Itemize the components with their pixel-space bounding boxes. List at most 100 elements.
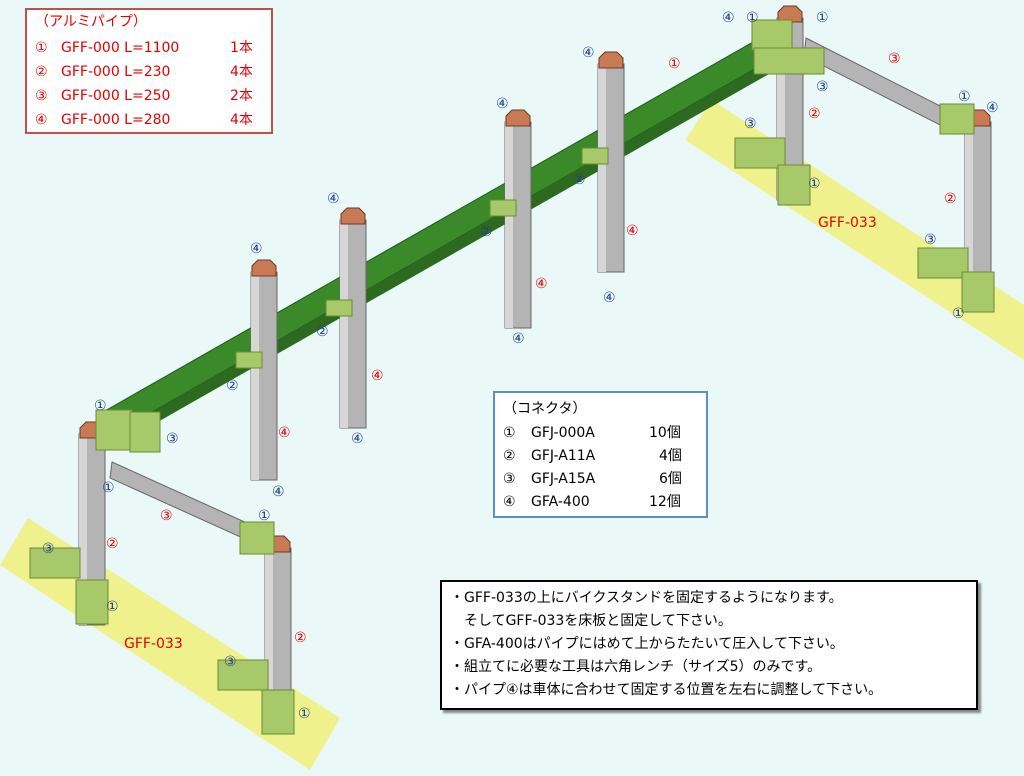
callout-label: ①	[808, 176, 821, 192]
connector-part: GFJ-A15A	[531, 471, 596, 487]
callout-label: ④	[626, 223, 639, 239]
callout-label: ①	[668, 56, 681, 72]
connector-2	[489, 199, 517, 217]
pipe-part: GFF-000 L=280	[61, 112, 171, 128]
callout-label: ③	[924, 232, 937, 248]
pipe-legend: （アルミパイプ） ① GFF-000 L=1100 1本 ② GFF-000 L…	[25, 8, 273, 134]
connector-3	[753, 47, 825, 75]
callout-label: ③	[160, 508, 173, 524]
pipe-legend-row: ③ GFF-000 L=250 2本	[35, 84, 253, 108]
connector-1	[261, 689, 295, 735]
base-label: GFF-033	[818, 215, 877, 231]
connector-1	[239, 521, 275, 555]
callout-label: ④	[371, 368, 384, 384]
connector-1	[939, 103, 975, 135]
connector-no: ③	[503, 471, 516, 487]
connector-legend: （コネクタ） ① GFJ-000A 10個 ② GFJ-A11A 4個 ③ GF…	[493, 391, 708, 518]
connector-legend-row: ② GFJ-A11A 4個	[503, 444, 682, 468]
connector-1	[95, 409, 133, 451]
connector-legend-row: ① GFJ-000A 10個	[503, 421, 681, 445]
pipe-qty: 2本	[230, 88, 253, 104]
connector-3	[217, 659, 269, 691]
post-highlight	[777, 18, 785, 200]
note-line: ・GFF-033の上にバイクスタンドを固定するようになります。	[450, 590, 843, 606]
connector-qty: 6個	[659, 471, 682, 487]
callout-label: ②	[106, 536, 119, 552]
pipe-qty: 4本	[230, 112, 253, 128]
connector-part: GFA-400	[531, 494, 590, 510]
connector-3	[129, 411, 161, 453]
connector-qty: 4個	[659, 448, 682, 464]
pipe-legend-row: ④ GFF-000 L=280 4本	[35, 108, 253, 132]
connector-3	[917, 247, 969, 279]
connector-qty: 10個	[649, 425, 681, 441]
connector-legend-title: （コネクタ）	[503, 401, 587, 417]
callout-label: ①	[106, 599, 119, 615]
post-highlight	[251, 272, 259, 480]
callout-label: ③	[816, 79, 829, 95]
callout-label: ③	[224, 654, 237, 670]
post-cap	[251, 259, 277, 277]
note-line: ・GFA-400はパイプにはめて上からたたいて圧入して下さい。	[450, 636, 844, 652]
connector-1	[777, 164, 811, 206]
connector-qty: 12個	[649, 494, 681, 510]
pipe-no: ③	[35, 88, 48, 104]
connector-1	[961, 271, 995, 313]
note-line: ・組立てに必要な工具は六角レンチ（サイズ5）のみです。	[450, 659, 822, 675]
pipe-part: GFF-000 L=250	[61, 88, 171, 104]
callout-label: ④	[603, 290, 616, 306]
connector-1	[75, 579, 109, 625]
callout-label: ④	[512, 331, 525, 347]
callout-label: ④	[327, 191, 340, 207]
notes-box: ・GFF-033の上にバイクスタンドを固定するようになります。 そしてGFF-0…	[440, 580, 978, 710]
callout-label: ①	[952, 306, 965, 322]
callout-label: ②	[944, 191, 957, 207]
connector-legend-row: ④ GFA-400 12個	[503, 490, 681, 514]
callout-label: ③	[42, 541, 55, 557]
post-highlight	[79, 434, 87, 625]
connector-3	[734, 137, 786, 169]
connectors	[29, 19, 995, 735]
callout-label: ④	[535, 276, 548, 292]
callout-label: ②	[480, 224, 493, 240]
note-line: ・パイプ④は車体に合わせて固定する位置を左右に調整して下さい。	[450, 682, 883, 698]
post-cap	[598, 51, 624, 69]
post-highlight	[340, 220, 348, 428]
connector-no: ④	[503, 494, 516, 510]
connector-3	[29, 547, 81, 579]
callout-label: ①	[816, 10, 829, 26]
callout-label: ②	[316, 324, 329, 340]
connector-legend-row: ③ GFJ-A15A 6個	[503, 467, 682, 491]
post-cap	[340, 207, 366, 225]
post-cap	[505, 109, 531, 127]
connector-no: ①	[503, 425, 516, 441]
note-line: そしてGFF-033を床板と固定して下さい。	[450, 613, 732, 629]
pipe-part: GFF-000 L=230	[61, 64, 171, 80]
connector-no: ②	[503, 448, 516, 464]
callout-label: ①	[298, 706, 311, 722]
callout-label: ④	[986, 100, 999, 116]
callout-label: ③	[888, 51, 901, 67]
connector-part: GFJ-A11A	[531, 448, 596, 464]
callout-label: ①	[746, 10, 759, 26]
connector-part: GFJ-000A	[531, 425, 595, 441]
callout-label: ④	[351, 431, 364, 447]
pipe-legend-row: ② GFF-000 L=230 4本	[35, 60, 253, 84]
pipe-no: ②	[35, 64, 48, 80]
post-highlight	[598, 64, 606, 272]
pipe-legend-title: （アルミパイプ）	[35, 14, 147, 30]
callout-label: ④	[582, 45, 595, 61]
callout-label: ③	[744, 116, 757, 132]
post-highlight	[505, 122, 513, 328]
callout-label: ④	[250, 241, 263, 257]
callout-label: ②	[226, 378, 239, 394]
callout-label: ③	[166, 431, 179, 447]
connector-2	[325, 299, 353, 317]
callout-label: ①	[94, 398, 107, 414]
pipe-qty: 1本	[230, 40, 253, 56]
base-label: GFF-033	[124, 636, 183, 652]
callout-label: ②	[573, 172, 586, 188]
callout-label: ②	[294, 630, 307, 646]
callout-label: ④	[722, 10, 735, 26]
